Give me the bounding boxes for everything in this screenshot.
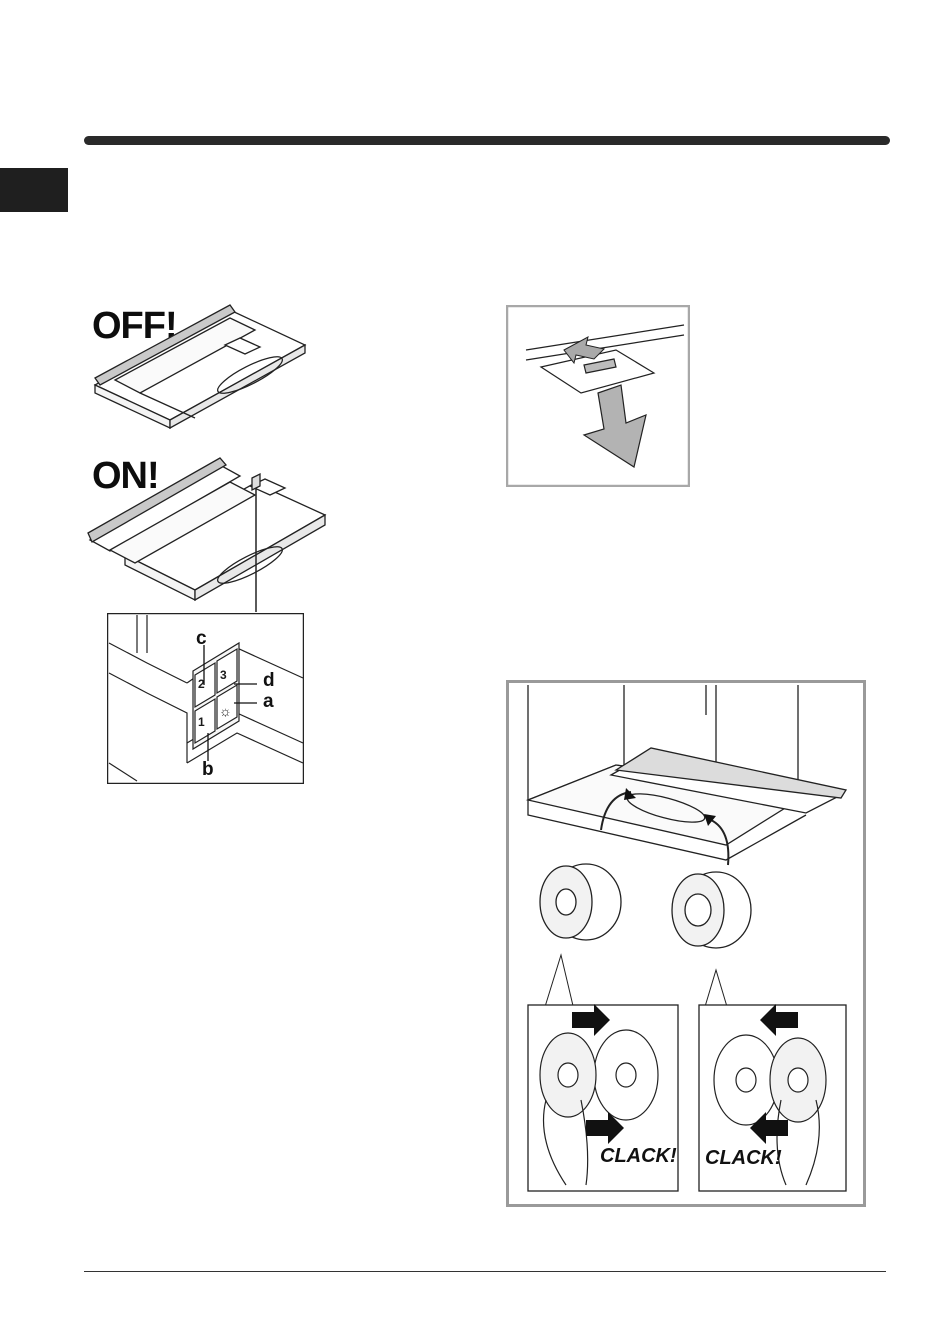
callout-d: d [263, 670, 275, 692]
clack-right: CLACK! [705, 1147, 782, 1170]
control-panel-inset: 2 3 1 ☼ c d a b [107, 613, 304, 784]
hood-closed-illustration [80, 300, 340, 440]
callout-c: c [196, 628, 207, 650]
hood-open-illustration [80, 450, 340, 620]
callout-b: b [202, 759, 214, 781]
language-tab [0, 168, 68, 212]
carbon-filter-figure: CLACK! CLACK! [506, 680, 866, 1207]
clack-left: CLACK! [600, 1145, 677, 1168]
grease-filter-release-illustration [506, 305, 690, 487]
header-rule [84, 136, 890, 145]
callout-a: a [263, 691, 274, 713]
footer-rule [84, 1271, 886, 1272]
carbon-filter-frame [506, 680, 866, 1207]
